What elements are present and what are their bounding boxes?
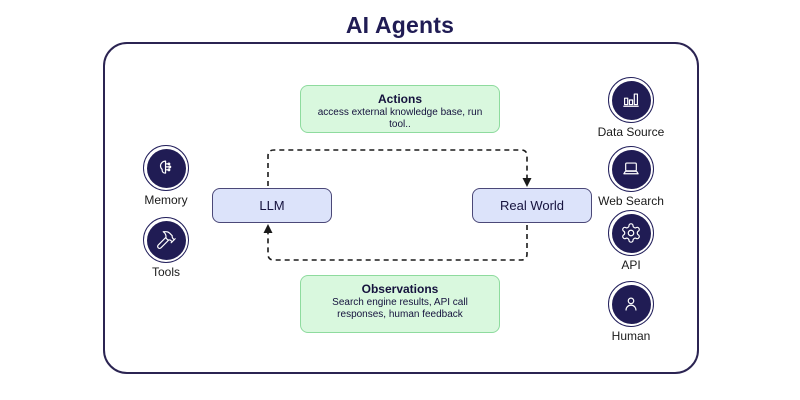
memory-label: Memory xyxy=(144,193,188,207)
observations-title: Observations xyxy=(361,282,439,296)
gear-icon xyxy=(611,213,651,253)
tools-label: Tools xyxy=(151,265,180,279)
laptop-icon xyxy=(611,149,651,189)
data-source-item: Data Source xyxy=(583,77,679,139)
human-label: Human xyxy=(611,329,651,343)
actions-label-box: Actions access external knowledge base, … xyxy=(300,85,500,133)
real-world-node: Real World xyxy=(472,188,592,223)
person-icon xyxy=(611,284,651,324)
llm-node: LLM xyxy=(212,188,332,223)
observations-label-box: Observations Search engine results, API … xyxy=(300,275,500,333)
page-title: AI Agents xyxy=(345,12,455,38)
api-label: API xyxy=(621,258,641,272)
bar-chart-icon xyxy=(611,80,651,120)
memory-item: Memory xyxy=(118,145,214,207)
brain-memory-icon xyxy=(146,148,186,188)
human-item: Human xyxy=(583,281,679,343)
api-item: API xyxy=(583,210,679,272)
web-search-item: Web Search xyxy=(583,146,679,208)
actions-title: Actions xyxy=(377,92,422,106)
tools-item: Tools xyxy=(118,217,214,279)
web-search-label: Web Search xyxy=(598,194,664,208)
data-source-label: Data Source xyxy=(597,125,665,139)
hammer-icon xyxy=(146,220,186,260)
observations-description: Search engine results, API call response… xyxy=(332,297,468,320)
actions-description: access external knowledge base, run tool… xyxy=(317,107,483,130)
